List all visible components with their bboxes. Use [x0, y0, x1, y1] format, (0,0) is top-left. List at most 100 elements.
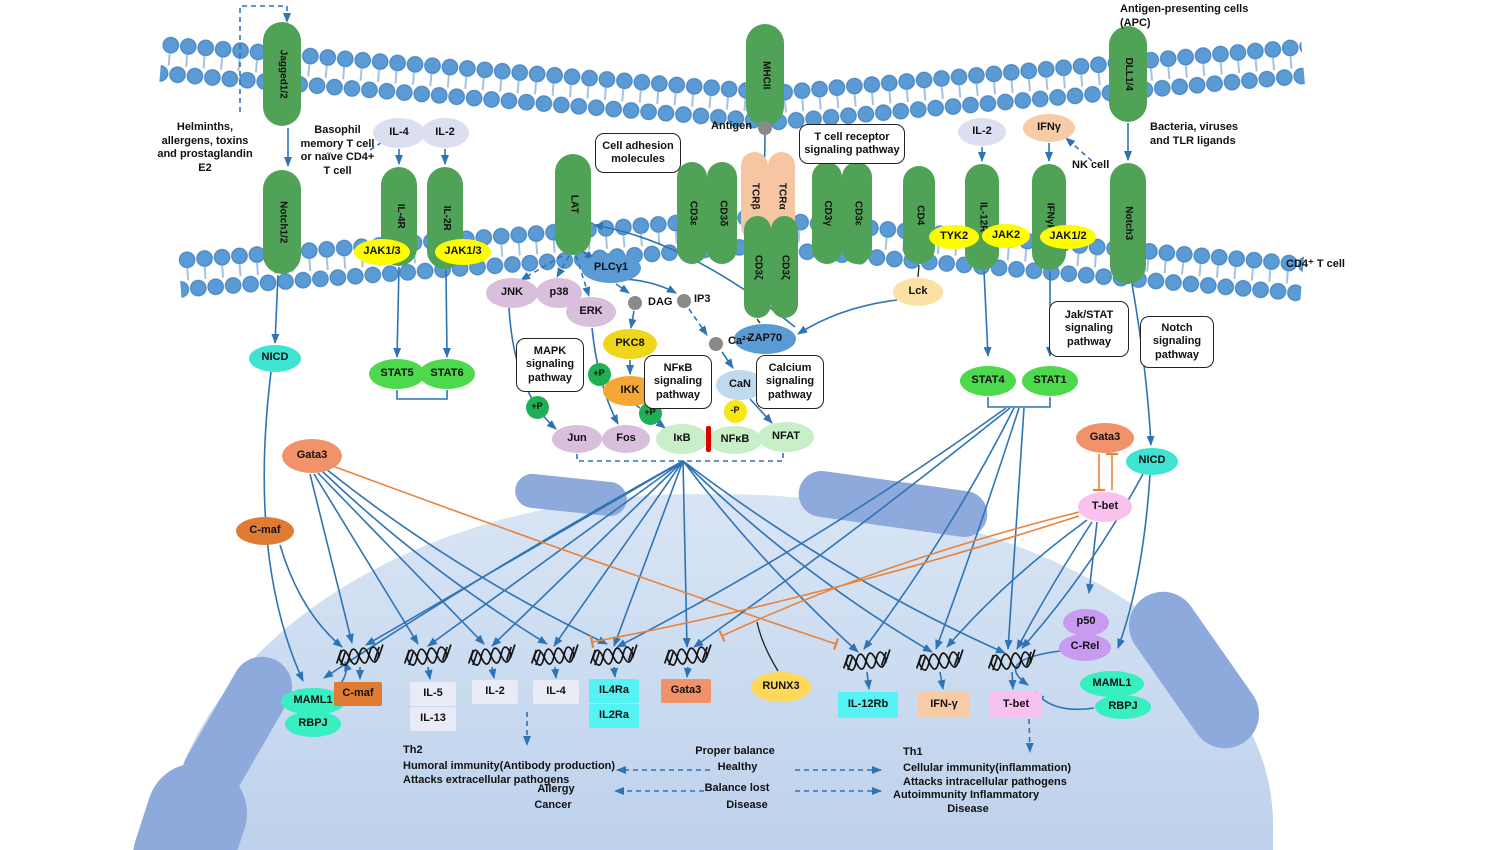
can-label: CaN	[728, 378, 751, 391]
edge	[749, 398, 773, 424]
ikb: IκB	[656, 424, 708, 454]
edge	[682, 460, 859, 653]
th1-cellular: Cellular immunity(inflammation)	[903, 762, 1072, 774]
box-jak-stat: Jak/STAT signaling pathway	[1049, 301, 1129, 357]
box-nfkb: NFκB signaling pathway	[644, 355, 712, 409]
cd3z-1-label: CD3ζ	[752, 254, 764, 280]
il-4-ligand-label: IL-4	[389, 126, 409, 139]
dephos-label: -P	[730, 405, 740, 416]
edge	[313, 473, 419, 645]
gene-il-5-label: IL-5	[423, 687, 443, 700]
dll1-4-label: DLL1/4	[1123, 57, 1135, 91]
th2-attacks: Attacks extracellular pathogens	[403, 774, 570, 786]
notch3: Notch3	[1110, 162, 1146, 284]
gene-il-2-label: IL-2	[485, 685, 505, 698]
edge	[488, 666, 497, 679]
bacteria-label: Bacteria, viruses and TLR ligands	[1150, 121, 1239, 147]
mhcii-label: MHCII	[760, 60, 772, 90]
cd3z-1: CD3ζ	[743, 216, 771, 318]
cd3e-2-label: CD3ε	[852, 200, 864, 226]
box-notch: Notch signaling pathway	[1140, 316, 1214, 368]
gata3-right-label: Gata3	[1089, 431, 1121, 444]
pkc8-label: PKC8	[615, 337, 645, 350]
edge	[756, 621, 779, 672]
maml1-left-label: MAML1	[293, 694, 333, 707]
jagged1-2-label: Jagged1/2	[277, 49, 289, 99]
edge	[718, 511, 1080, 642]
edge	[1035, 691, 1095, 711]
ifng-ligand: IFNγ	[1023, 114, 1075, 142]
il-2-ligand-label: IL-2	[435, 126, 455, 139]
gene-il-13: IL-13	[410, 707, 456, 731]
il-12r: IL-12R	[965, 164, 999, 270]
rbpj-right-label: RBPJ	[1108, 700, 1138, 713]
edge	[937, 671, 946, 690]
edge	[323, 460, 684, 679]
p38-label: p38	[549, 286, 569, 299]
edge	[983, 270, 992, 357]
edge	[682, 460, 691, 648]
dna-gene-icon	[915, 649, 964, 671]
cd3d-label: CD3δ	[717, 199, 729, 227]
c-rel: C-Rel	[1059, 633, 1111, 661]
maml1-right-label: MAML1	[1092, 677, 1132, 690]
balance-lost: Balance lost	[704, 782, 770, 794]
gene-il2ra: IL2Ra	[589, 704, 639, 728]
edge	[427, 460, 684, 647]
cd4: CD4	[903, 166, 935, 264]
edge	[520, 255, 563, 281]
edge	[556, 255, 570, 278]
notch3-label: Notch3	[1123, 206, 1135, 240]
box-calcium: Calcium signaling pathway	[756, 355, 824, 409]
gata3-left: Gata3	[282, 439, 342, 473]
stat1: STAT1	[1022, 366, 1078, 396]
runx3: RUNX3	[751, 672, 811, 702]
antigen-label: Antigen	[711, 120, 752, 132]
gene-il4ra: IL4Ra	[589, 679, 639, 703]
jak1-3-b: JAK1/3	[435, 239, 491, 265]
dag-label: DAG	[648, 296, 673, 308]
gene-il-12rb: IL-12Rb	[838, 692, 898, 718]
ifngr: IFNγR	[1032, 164, 1066, 270]
edge	[553, 460, 684, 647]
edge	[279, 544, 343, 648]
edge	[329, 464, 839, 651]
zap70-label: ZAP70	[747, 332, 783, 345]
proper-balance: Proper balance	[695, 745, 775, 757]
gene-t-bet: T-bet	[990, 692, 1042, 718]
jagged1-2: Jagged1/2	[263, 22, 301, 126]
jak1-3-b-label: JAK1/3	[444, 245, 482, 258]
stat4: STAT4	[960, 366, 1016, 396]
edge	[551, 666, 560, 679]
disease-right: Disease	[947, 803, 989, 815]
il-2r-label: IL-2R	[440, 205, 452, 231]
gene-ifng: IFN-γ	[918, 692, 970, 718]
edge	[946, 519, 1088, 648]
cd3z-2-label: CD3ζ	[779, 254, 791, 280]
cd3z-2: CD3ζ	[770, 216, 798, 318]
nfkb: NFκB	[708, 426, 762, 454]
gene-c-maf: C-maf	[334, 682, 382, 706]
jak1-3-a: JAK1/3	[354, 239, 410, 265]
edge	[688, 308, 708, 336]
ifng-ligand-label: IFNγ	[1037, 121, 1061, 134]
lck: Lck	[893, 278, 943, 306]
ip3-dot	[677, 294, 691, 308]
nfkb-label: NFκB	[720, 433, 750, 446]
t-bet-right-label: T-bet	[1091, 500, 1119, 513]
dna-gene-icon	[530, 644, 579, 666]
gata3-left-label: Gata3	[296, 449, 328, 462]
edge	[239, 5, 291, 112]
rbpj-right: RBPJ	[1095, 695, 1151, 719]
tcra-label: TCRα	[776, 182, 788, 210]
erk-label: ERK	[579, 305, 603, 318]
stat6: STAT6	[419, 359, 475, 389]
edge	[1117, 474, 1151, 649]
mhcii: MHCII	[746, 24, 784, 126]
edge	[613, 460, 684, 647]
edge	[393, 266, 402, 358]
box-mapk: MAPK signaling pathway	[516, 338, 584, 392]
edge	[693, 407, 1011, 648]
edge	[1014, 650, 1061, 686]
